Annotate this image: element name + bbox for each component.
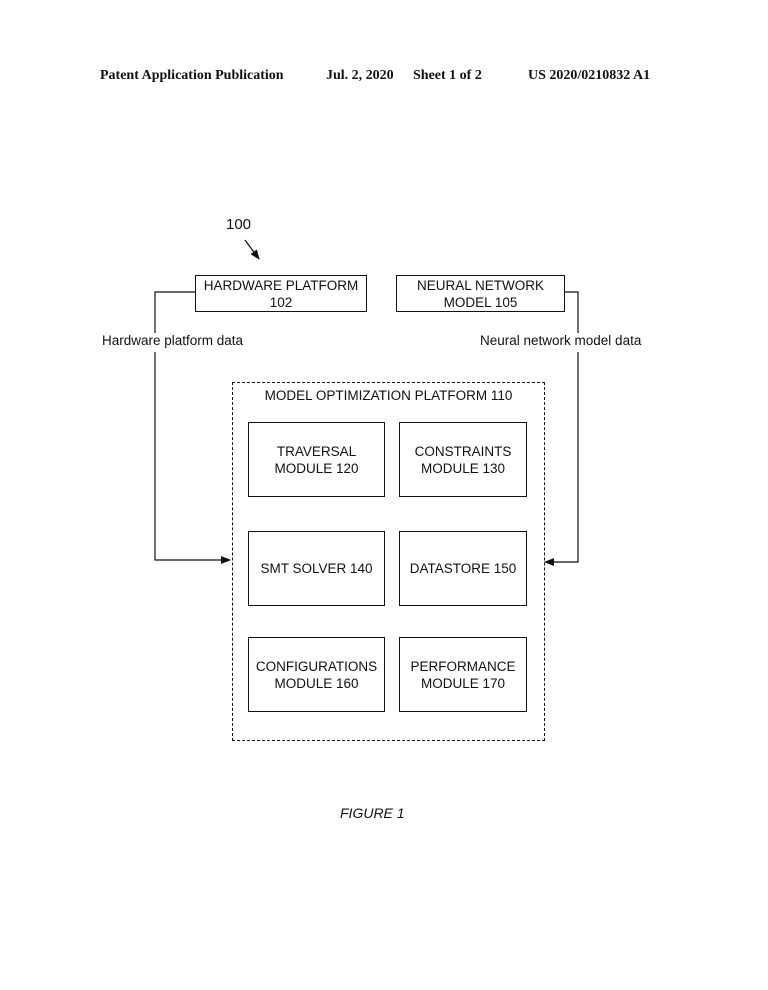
- smt-solver-box: SMT SOLVER 140: [248, 531, 385, 606]
- hardware-platform-box: HARDWARE PLATFORM 102: [195, 275, 367, 312]
- neural-network-model-box: NEURAL NETWORK MODEL 105: [396, 275, 565, 312]
- neural-network-model-line2: MODEL 105: [443, 294, 518, 310]
- configurations-module-line2: MODULE 160: [274, 675, 359, 691]
- performance-module-line1: PERFORMANCE: [410, 658, 516, 674]
- datastore-label: DATASTORE 150: [409, 561, 517, 576]
- traversal-module-box: TRAVERSAL MODULE 120: [248, 422, 385, 497]
- neural-data-connector-lower: [544, 352, 579, 566]
- performance-module-box: PERFORMANCE MODULE 170: [399, 637, 527, 712]
- neural-network-model-line1: NEURAL NETWORK: [416, 277, 544, 293]
- datastore-box: DATASTORE 150: [399, 531, 527, 606]
- neural-network-model-data-label: Neural network model data: [480, 333, 642, 348]
- hardware-platform-line2: 102: [269, 294, 293, 310]
- platform-title: MODEL OPTIMIZATION PLATFORM 110: [264, 388, 513, 403]
- hardware-platform-line1: HARDWARE PLATFORM: [203, 277, 359, 293]
- neural-data-connector-upper: [565, 291, 579, 333]
- constraints-module-line1: CONSTRAINTS: [414, 443, 512, 459]
- constraints-module-box: CONSTRAINTS MODULE 130: [399, 422, 527, 497]
- constraints-module-line2: MODULE 130: [420, 460, 506, 476]
- publication-type: Patent Application Publication: [100, 68, 284, 83]
- diagram-reference-number: 100: [226, 216, 252, 233]
- hardware-platform-data-label: Hardware platform data: [102, 333, 244, 348]
- sheet-number: Sheet 1 of 2: [413, 68, 482, 83]
- configurations-module-box: CONFIGURATIONS MODULE 160: [248, 637, 385, 712]
- model-optimization-platform-container: [232, 382, 545, 741]
- smt-solver-label: SMT SOLVER 140: [260, 561, 373, 576]
- traversal-module-line1: TRAVERSAL: [276, 443, 357, 459]
- hardware-data-connector-upper: [154, 291, 195, 333]
- performance-module-line2: MODULE 170: [420, 675, 506, 691]
- reference-arrow: [244, 239, 260, 260]
- traversal-module-line2: MODULE 120: [274, 460, 359, 476]
- publication-date: Jul. 2, 2020: [326, 68, 394, 83]
- configurations-module-line1: CONFIGURATIONS: [255, 658, 378, 674]
- publication-number: US 2020/0210832 A1: [528, 68, 651, 83]
- figure-caption: FIGURE 1: [340, 805, 405, 821]
- hardware-data-connector-lower: [154, 352, 231, 564]
